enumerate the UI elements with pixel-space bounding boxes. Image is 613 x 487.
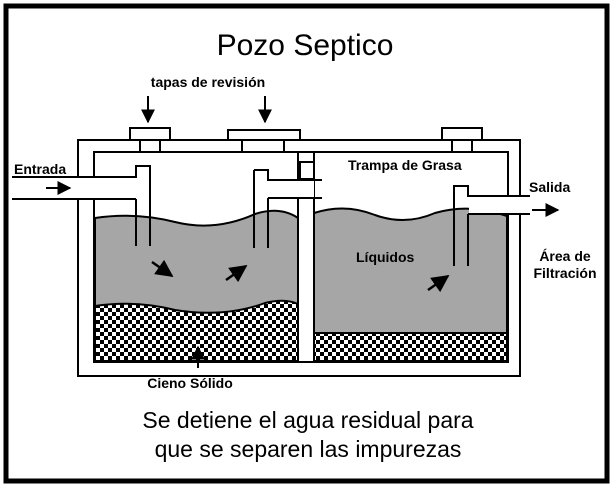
transfer-pipe-fill <box>269 181 314 197</box>
flow-arrow-2 <box>225 264 248 283</box>
caption-line-1: Se detiene el agua residual para <box>142 407 473 433</box>
right-chamber-sludge <box>313 332 508 362</box>
outlet-pipe-fill <box>469 197 529 213</box>
outlet-label: Salida <box>529 179 570 195</box>
filtration-area-label-line2: Filtración <box>533 265 596 281</box>
filtration-area-label-line1: Área de <box>539 248 591 264</box>
outlet-pipe <box>453 185 530 266</box>
grease-trap-label: Trampa de Grasa <box>348 157 462 173</box>
inlet-pipe <box>12 165 151 246</box>
transfer-pipe-top <box>299 161 315 180</box>
inspection-lids-label: tapas de revisión <box>151 74 265 90</box>
solid-sludge-label: Cieno Sólido <box>147 375 233 391</box>
inlet-pipe-fill <box>14 178 135 198</box>
left-chamber-sludge <box>94 299 299 362</box>
flow-arrow-1 <box>151 259 174 278</box>
diagram-title: Pozo Septico <box>217 29 394 62</box>
lid-middle-neck <box>241 139 285 153</box>
partition-wall <box>297 151 315 363</box>
liquids-label: Líquidos <box>356 249 415 265</box>
lid-right <box>441 127 483 141</box>
lid-middle <box>227 129 301 141</box>
lid-left-neck <box>139 139 161 153</box>
inlet-label: Entrada <box>14 161 66 177</box>
lid-left <box>129 127 171 141</box>
transfer-pipe <box>253 169 322 248</box>
caption-line-2: que se separen las impurezas <box>155 436 462 462</box>
flow-arrow-3 <box>427 274 450 293</box>
lid-right-neck <box>451 139 473 153</box>
